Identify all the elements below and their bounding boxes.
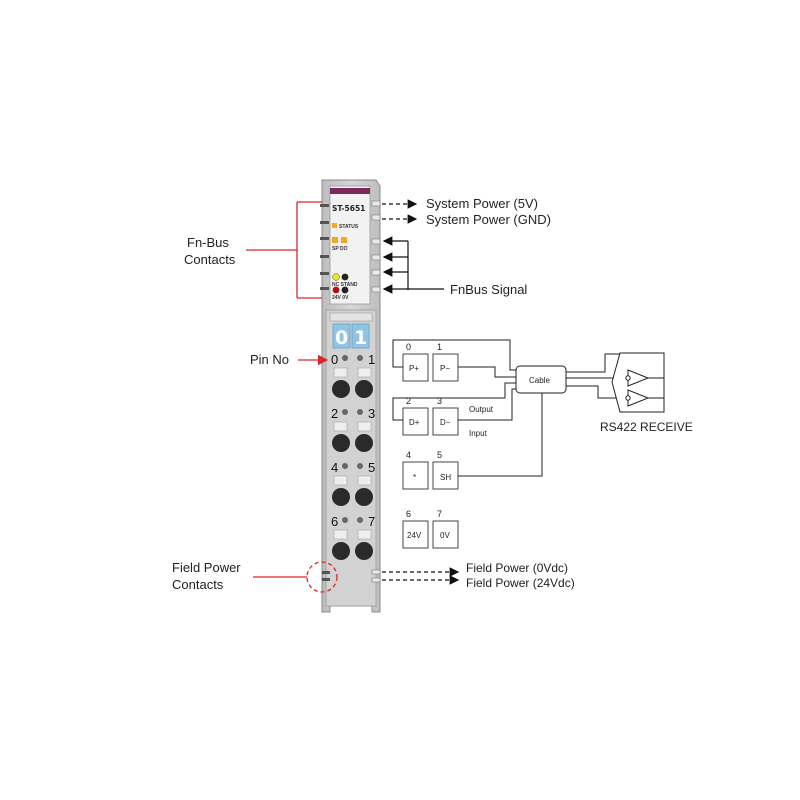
fnbus-contacts-bracket (246, 201, 322, 299)
pin-number-7: 7 (368, 514, 375, 529)
svg-text:6: 6 (406, 509, 411, 519)
fnbus-contacts-left (320, 204, 329, 290)
fnbus-contacts-label-2: Contacts (184, 252, 236, 267)
system-power-arrows (382, 199, 418, 224)
fnbus-contacts-right (371, 200, 381, 293)
terminal-box-1: 1 P− (432, 342, 459, 382)
terminal-hole-0[interactable] (332, 380, 350, 398)
terminal-box-3: 3 D− (432, 396, 459, 436)
svg-text:0: 0 (406, 342, 411, 352)
terminal-hole-6[interactable] (332, 542, 350, 560)
terminal-box-2: 2 D+ (402, 396, 429, 436)
digit-right: 1 (354, 327, 367, 349)
pin-row-0-1: 0 1 (331, 352, 375, 398)
terminal-box-7: 7 0V (432, 509, 459, 549)
svg-text:4: 4 (406, 450, 411, 460)
field-power-arrows (382, 567, 460, 585)
model-label: ST-5651 (332, 204, 365, 213)
sp-led (332, 237, 338, 243)
svg-text:2: 2 (406, 396, 411, 406)
system-power-gnd-label: System Power (GND) (426, 212, 551, 227)
pin-number-6: 6 (331, 514, 338, 529)
field-power-contacts-label-2: Contacts (172, 577, 224, 592)
svg-text:7: 7 (437, 509, 442, 519)
v0-led (341, 286, 349, 294)
input-label: Input (469, 429, 488, 438)
led-labels-bot: 24V 0V (332, 295, 349, 301)
label-panel (329, 185, 371, 305)
pin-number-0: 0 (331, 352, 338, 367)
field-power-contacts-right (371, 569, 381, 583)
status-led (332, 223, 337, 228)
fnbus-signal-arrows (382, 236, 444, 294)
receiver-label: RS422 RECEIVE (600, 420, 693, 434)
svg-text:P−: P− (440, 364, 450, 373)
svg-text:*: * (413, 473, 416, 482)
cable-bundle (515, 365, 567, 394)
pin-row-6-7: 6 7 (331, 514, 375, 560)
field-power-24vdc-label: Field Power (24Vdc) (466, 576, 575, 590)
rs422-receiver (611, 352, 665, 413)
terminal-hole-4[interactable] (332, 488, 350, 506)
field-power-highlight (306, 561, 338, 593)
led-labels-top: SP DO (332, 246, 348, 252)
terminal-hole-7[interactable] (355, 542, 373, 560)
digit-display-left (332, 323, 351, 349)
v24-led (332, 286, 340, 294)
wiring-diagram: 0 P+ 1 P− 2 D+ 3 D− 4 * 5 SH (392, 339, 693, 549)
terminal-box-0: 0 P+ (402, 342, 429, 382)
svg-text:SH: SH (440, 473, 451, 482)
svg-text:D+: D+ (409, 418, 420, 427)
fnbus-contacts-label-1: Fn-Bus (187, 235, 229, 250)
terminal-hole-5[interactable] (355, 488, 373, 506)
terminal-block-top (329, 312, 373, 322)
nc-led (332, 273, 340, 281)
wires (392, 339, 640, 477)
io-module: ST-5651 STATUS SP DO NC STAND 24V 0V (320, 179, 381, 613)
svg-text:D−: D− (440, 418, 451, 427)
pin-number-5: 5 (368, 460, 375, 475)
pin-number-2: 2 (331, 406, 338, 421)
pin-no-label: Pin No (250, 352, 289, 367)
digit-display-right (351, 323, 370, 349)
terminal-box-4: 4 * (402, 450, 429, 490)
terminal-hole-1[interactable] (355, 380, 373, 398)
terminal-box-5: 5 SH (432, 450, 459, 490)
field-power-contacts-label-1: Field Power (172, 560, 241, 575)
cable-label: Cable (529, 376, 550, 385)
digit-left: 0 (335, 327, 348, 349)
svg-text:3: 3 (437, 396, 442, 406)
terminal-hole-2[interactable] (332, 434, 350, 452)
svg-text:1: 1 (437, 342, 442, 352)
fnbus-signal-label: FnBus Signal (450, 282, 527, 297)
svg-text:5: 5 (437, 450, 442, 460)
status-label: STATUS (339, 224, 359, 230)
field-power-contacts (322, 571, 330, 581)
stand-led (341, 273, 349, 281)
pin-row-4-5: 4 5 (331, 460, 375, 506)
field-power-0vdc-label: Field Power (0Vdc) (466, 561, 568, 575)
pin-row-2-3: 2 3 (331, 406, 375, 452)
pin-number-1: 1 (368, 352, 375, 367)
svg-text:P+: P+ (409, 364, 419, 373)
led-labels-mid: NC STAND (332, 282, 358, 288)
terminal-hole-3[interactable] (355, 434, 373, 452)
do-led (341, 237, 347, 243)
output-label: Output (469, 405, 494, 414)
svg-text:24V: 24V (407, 531, 422, 540)
svg-text:0V: 0V (440, 531, 450, 540)
pin-number-4: 4 (331, 460, 338, 475)
accent-stripe (330, 188, 370, 194)
system-power-5v-label: System Power (5V) (426, 196, 538, 211)
pin-number-3: 3 (368, 406, 375, 421)
terminal-box-6: 6 24V (402, 509, 429, 549)
